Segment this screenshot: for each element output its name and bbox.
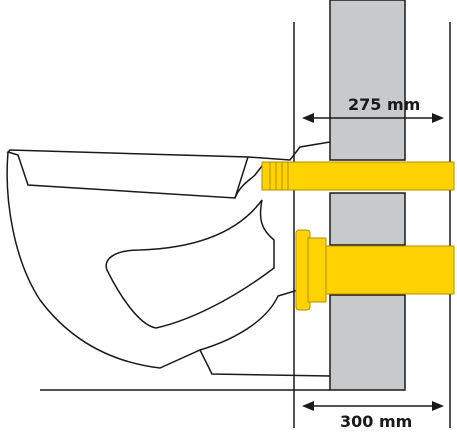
wall-block-bottom [329, 294, 406, 391]
drain-pipe [319, 245, 455, 295]
toilet-siphon [105, 199, 275, 329]
inlet-pipe [261, 161, 455, 191]
wall-block-top [329, 0, 406, 161]
inlet-connector-rings [269, 162, 289, 190]
dimension-label-lower: 300 mm [340, 412, 412, 431]
seat-hinge [234, 141, 331, 199]
dimension-label-upper: 275 mm [348, 95, 420, 114]
toilet-seat [6, 149, 250, 199]
toilet-rear-outline [199, 289, 299, 351]
wall-block-middle [329, 192, 406, 246]
drain-connector-sleeve [307, 237, 327, 303]
toilet-bowl-outline [6, 151, 331, 377]
